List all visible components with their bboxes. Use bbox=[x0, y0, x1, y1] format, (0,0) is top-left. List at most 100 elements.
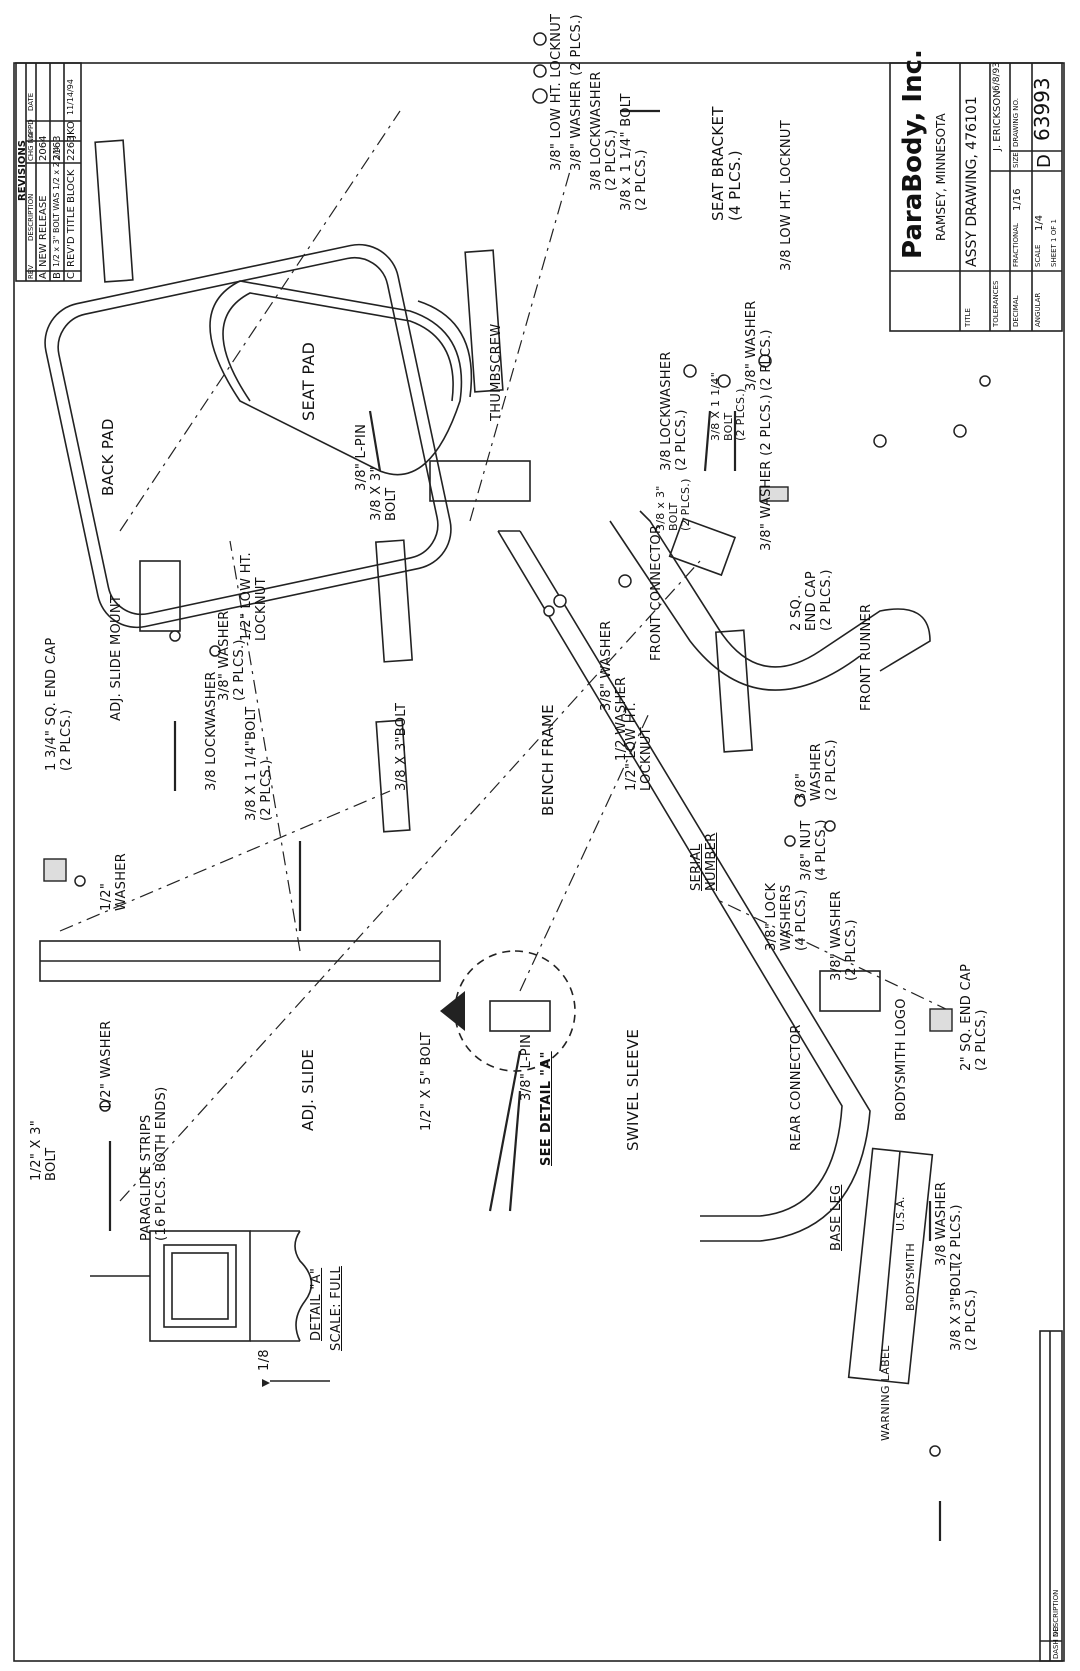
low-ht-locknut-right-label: 3/8 LOW HT. LOCKNUT bbox=[779, 120, 794, 271]
size-label: SIZE bbox=[1012, 152, 1020, 168]
bolt-mid-b-label: 3/8 X 1 1/4" BOLT (2 PLCS.) bbox=[709, 371, 748, 441]
rev-c-letter: C bbox=[66, 272, 77, 279]
washer-38-base-label: 3/8 WASHER (2 PLCS.) bbox=[934, 1181, 964, 1266]
rear-connector-label: REAR CONNECTOR bbox=[789, 1024, 804, 1151]
nut-38-label: 3/8" NUT (4 PLCS.) bbox=[799, 819, 829, 881]
serial-number-label: SERIAL NUMBER bbox=[689, 832, 719, 891]
usa-decal-text: U.S.A. bbox=[894, 1196, 907, 1231]
rev-header-rev: REV bbox=[27, 264, 35, 279]
tolerances-label: TOLERANCES bbox=[992, 280, 1000, 327]
bolt-38x114-label: 3/8 X 1 1/4"BOLT (2 PLCS.) bbox=[244, 706, 274, 821]
front-connector-label: FRONT CONNECTOR bbox=[649, 524, 664, 661]
lock-washers-38-label: 3/8" LOCK WASHERS (4 PLCS.) bbox=[764, 882, 809, 951]
rev-a-description: NEW RELEASE bbox=[38, 195, 49, 267]
washer-38-slide-label: 3/8" WASHER (2 PLCS.) bbox=[217, 610, 247, 701]
seat-bracket-top bbox=[464, 249, 504, 393]
seat-pad-label: SEAT PAD bbox=[299, 341, 318, 421]
drawing-number: 63993 bbox=[1030, 77, 1054, 141]
half-low-ht-locknut-label: 1/2" LOW HT. LOCKNUT bbox=[624, 702, 654, 791]
drawn-by: J. ERICKSON bbox=[992, 90, 1003, 151]
end-cap-2sq-label: 2 SQ. END CAP (2 PLCS.) bbox=[789, 569, 834, 631]
size-value: D bbox=[1034, 154, 1055, 168]
swivel-sleeve bbox=[489, 1000, 551, 1032]
rear-connector bbox=[819, 970, 881, 1012]
washer-38-center-label: 3/8" WASHER bbox=[599, 620, 614, 711]
drawing-no-label: DRAWING NO. bbox=[1012, 98, 1020, 147]
title-block bbox=[889, 62, 1063, 332]
adj-slide-label: ADJ. SLIDE bbox=[299, 1048, 317, 1131]
company-location: RAMSEY, MINNESOTA bbox=[934, 113, 948, 241]
bolt-mid-a-label: 3/8 x 3" BOLT (2 PLCS.) bbox=[654, 478, 693, 531]
bench-frame-label: BENCH FRAME bbox=[539, 704, 557, 816]
rev-c-appd: JKO bbox=[66, 121, 77, 138]
adj-slide-mount-label: ADJ. SLIDE MOUNT bbox=[109, 594, 124, 721]
washer-12-left-label: 1/2" WASHER bbox=[99, 852, 129, 911]
bolt-38x3-label: 3/8 X 3" BOLT bbox=[369, 466, 399, 521]
rev-c-chg: 2263 bbox=[66, 135, 77, 161]
l-pin-38-b-label: 3/8" L-PIN bbox=[519, 1033, 534, 1101]
title-label: TITLE bbox=[964, 308, 972, 327]
sheet-border bbox=[13, 62, 1065, 1662]
washer-38-right-label: 3/8" WASHER (2 PLCS.) bbox=[794, 739, 839, 801]
adj-slide-mount bbox=[139, 560, 181, 632]
back-pad-label: BACK PAD bbox=[99, 418, 117, 496]
decimal-label: DECIMAL bbox=[1012, 295, 1020, 328]
end-cap-2sq-b-label: 2" SQ. END CAP (2 PLCS.) bbox=[959, 963, 989, 1071]
company-name: ParaBody, Inc. bbox=[898, 49, 928, 259]
low-ht-locknut-top-label: 3/8" LOW HT. LOCKNUT bbox=[549, 13, 564, 171]
scale-label: SCALE bbox=[1034, 244, 1042, 267]
detail-a-section bbox=[149, 1230, 251, 1342]
base-leg-label: BASE LEG bbox=[829, 1184, 844, 1251]
detail-a-circle bbox=[454, 950, 576, 1072]
bodysmith-decal-text: BODYSMITH bbox=[904, 1242, 917, 1311]
description-label: DESCRIPTION bbox=[1052, 1589, 1060, 1637]
warning-label-label: WARNING LABEL bbox=[879, 1345, 892, 1441]
bolt-top-label: 3/8 x 1 1/4" BOLT (2 PLCS.) bbox=[619, 93, 649, 211]
scale-value: 1/4 bbox=[1034, 214, 1045, 231]
rev-b-chg: 2163 bbox=[52, 135, 63, 161]
rev-b-description: 1/2 x 3" BOLT WAS 1/2 x 2 3/4 bbox=[52, 146, 61, 267]
lockwasher-top-label: 3/8 LOCKWASHER (2 PLCS.) bbox=[589, 71, 619, 191]
rev-header-date: DATE bbox=[27, 92, 35, 111]
detail-a-title: DETAIL "A" bbox=[309, 1267, 324, 1341]
sheet-label: SHEET 1 OF 1 bbox=[1050, 219, 1058, 267]
angular-label: ANGULAR bbox=[1034, 292, 1042, 327]
detail-a-scale: SCALE: FULL bbox=[329, 1266, 344, 1351]
rev-header-description: DESCRIPTION bbox=[27, 193, 35, 241]
bolt-38x3-mid-label: 3/8 X 3"BOLT bbox=[394, 702, 409, 791]
washer-top-label: 3/8" WASHER (2 PLCS.) bbox=[569, 14, 584, 171]
back-pad-outline bbox=[44, 243, 452, 629]
seat-bracket-label: SEAT BRACKET (4 PLCS.) bbox=[709, 106, 745, 221]
drawn-date: 6/8/93 bbox=[992, 62, 1002, 91]
washer-38-right-b-label: 3/8" WASHER (2 PLCS.) bbox=[829, 890, 859, 981]
rev-a-chg: 2064 bbox=[38, 135, 49, 161]
washer-mid-b-label: 3/8" WASHER (2 PLCS.) bbox=[759, 394, 774, 551]
swivel-sleeve-label: SWIVEL SLEEVE bbox=[624, 1028, 642, 1151]
see-detail-a-label: SEE DETAIL "A" bbox=[539, 1051, 554, 1166]
lockwasher-mid-label: 3/8 LOCKWASHER (2 PLCS.) bbox=[659, 351, 689, 471]
dim-1-8: 1/8 bbox=[257, 1349, 272, 1371]
front-runner bbox=[639, 510, 821, 668]
washer-12-bottom-label: 1/2" WASHER bbox=[99, 1020, 114, 1111]
washer-mid-label: 3/8" WASHER (2 PLCS.) bbox=[744, 300, 774, 391]
swivel-arrow bbox=[440, 991, 465, 1031]
drawing-title: ASSY DRAWING, 476101 bbox=[964, 96, 980, 267]
paraglide-strips-label: PARAGLIDE STRIPS (16 PLCS. BOTH ENDS) bbox=[139, 1086, 169, 1241]
front-connector bbox=[668, 517, 737, 577]
base-leg bbox=[847, 1147, 934, 1385]
bolt-12x3-label: 1/2" X 3" BOLT bbox=[29, 1119, 59, 1181]
seat-pad-outline bbox=[209, 280, 463, 476]
bolt-38x3-base-label: 3/8 X 3"BOLT (2 PLCS.) bbox=[949, 1262, 979, 1351]
rev-c-description: REV'D TITLE BLOCK bbox=[66, 169, 77, 267]
rev-b-letter: B bbox=[52, 272, 63, 279]
dash-block bbox=[1039, 1330, 1063, 1662]
front-runner-label: FRONT RUNNER bbox=[859, 603, 874, 711]
front-leg bbox=[429, 460, 531, 502]
rev-header-appd: APPD bbox=[27, 119, 35, 138]
fractional-value: 1/16 bbox=[1012, 188, 1023, 211]
rev-c-date: 11/14/94 bbox=[66, 79, 75, 115]
thumbscrew-label: THUMBSCREW bbox=[489, 323, 504, 421]
bodysmith-logo-label: BODYSMITH LOGO bbox=[894, 998, 909, 1121]
